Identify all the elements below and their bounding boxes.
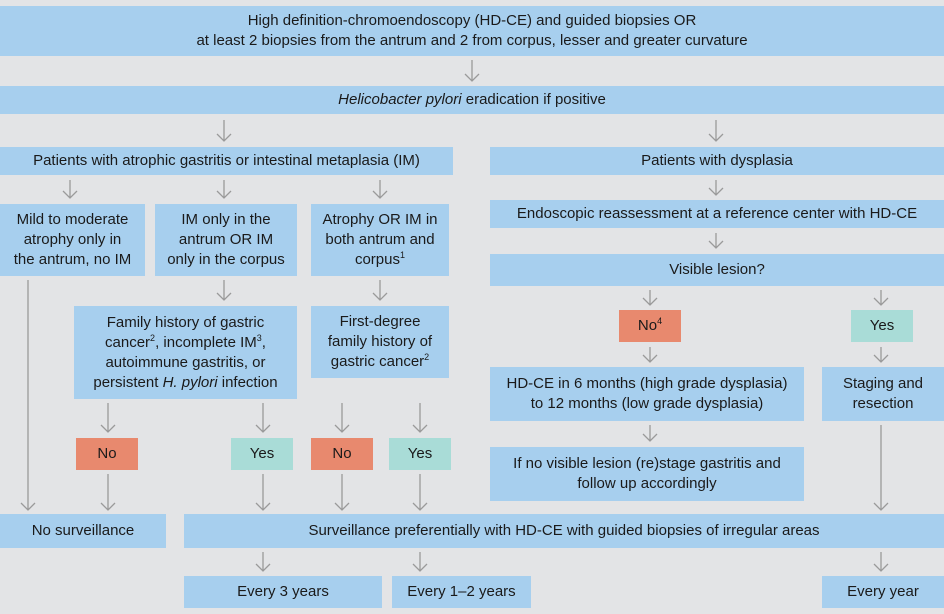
eradication-italic: Helicobacter pylori	[338, 91, 462, 108]
yes-box-middle: Yes	[389, 438, 451, 470]
atrophy-both-box: Atrophy OR IM in both antrum and corpus1	[311, 204, 449, 276]
mild-atrophy-box: Mild to moderate atrophy only in the ant…	[0, 204, 145, 276]
no-surveillance-box: No surveillance	[0, 514, 166, 548]
every-1-2-years-box: Every 1–2 years	[392, 576, 531, 608]
hdce-interval-box: HD-CE in 6 months (high grade dysplasia)…	[490, 367, 804, 421]
top-line-1: High definition-chromoendoscopy (HD-CE) …	[247, 12, 697, 29]
every-3-years-box: Every 3 years	[184, 576, 382, 608]
every-year-box: Every year	[822, 576, 944, 608]
no4-box: No4	[619, 310, 681, 342]
surveillance-box: Surveillance preferentially with HD-CE w…	[184, 514, 944, 548]
top-line-2: at least 2 biopsies from the antrum and …	[196, 32, 748, 49]
yes-box-right: Yes	[851, 310, 913, 342]
no-box-left: No	[76, 438, 138, 470]
yes-box-left: Yes	[231, 438, 293, 470]
family-history-box: Family history of gastric cancer2, incom…	[74, 306, 297, 399]
im-only-box: IM only in the antrum OR IM only in the …	[155, 204, 297, 276]
visible-lesion-box: Visible lesion?	[490, 254, 944, 286]
top-box: High definition-chromoendoscopy (HD-CE) …	[0, 6, 944, 56]
eradication-rest: eradication if positive	[461, 91, 606, 108]
restage-box: If no visible lesion (re)stage gastritis…	[490, 447, 804, 501]
dysplasia-patients-box: Patients with dysplasia	[490, 147, 944, 175]
atrophic-patients-box: Patients with atrophic gastritis or inte…	[0, 147, 453, 175]
first-degree-box: First-degree family history of gastric c…	[311, 306, 449, 378]
reassessment-box: Endoscopic reassessment at a reference c…	[490, 200, 944, 228]
staging-box: Staging and resection	[822, 367, 944, 421]
eradication-box: Helicobacter pylori eradication if posit…	[0, 86, 944, 114]
arrow-paths	[20, 60, 889, 572]
no-box-middle: No	[311, 438, 373, 470]
